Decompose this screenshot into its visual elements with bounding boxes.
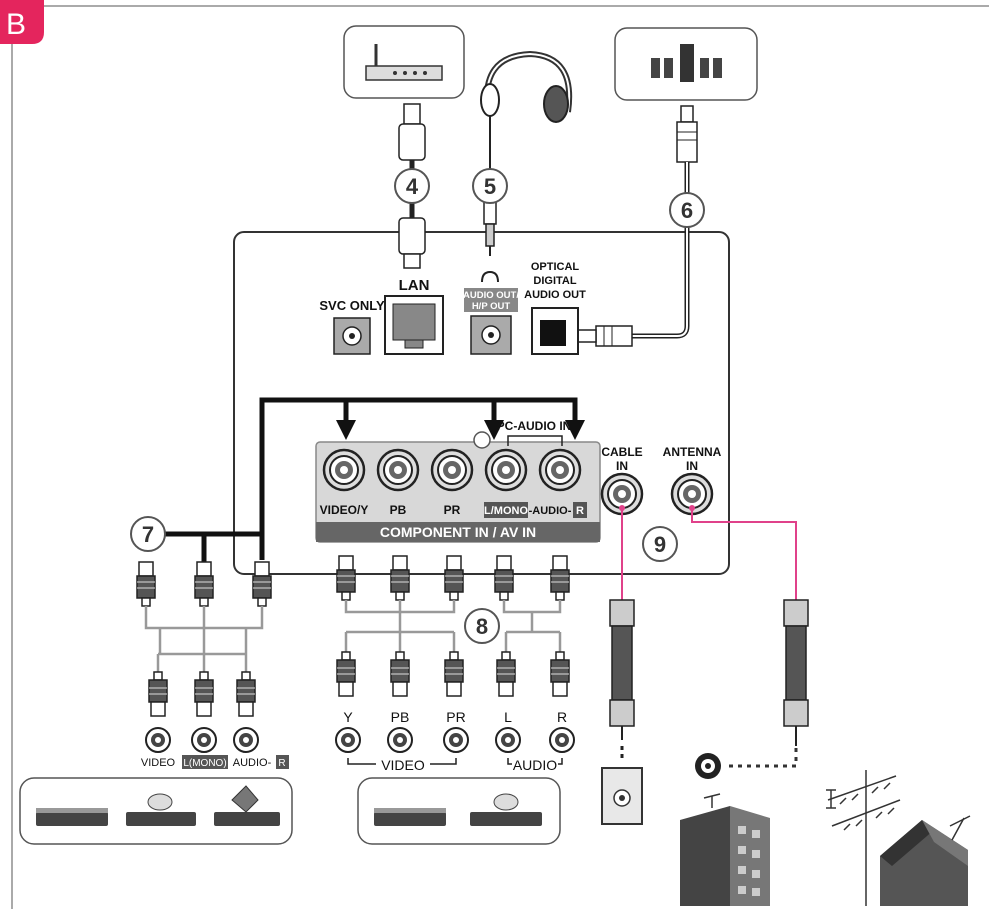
arrow-audio-r — [565, 420, 585, 440]
r-label-box — [573, 502, 587, 518]
coax-dot-1 — [619, 505, 625, 511]
video-group-bracket — [347, 758, 457, 765]
audio-out-label-box — [464, 288, 518, 312]
svg-text:8: 8 — [476, 614, 488, 639]
svg-text:6: 6 — [681, 198, 693, 223]
mid-r-jack — [549, 727, 575, 753]
left-l-mono-label: L(MONO) — [183, 758, 226, 769]
callout-5: 5 — [472, 168, 508, 204]
callout-8: 8 — [464, 608, 500, 644]
audio-out-label-1: AUDIO OUT/ — [463, 290, 519, 301]
callout-4: 4 — [394, 168, 430, 204]
svc-only-label: SVC ONLY — [319, 298, 385, 313]
callout-7: 7 — [130, 516, 166, 552]
svg-text:9: 9 — [654, 532, 666, 557]
mid-pb-jack — [387, 727, 413, 753]
coax-dot-2 — [689, 505, 695, 511]
arrow-l-mono — [484, 420, 504, 440]
optical-label-3: AUDIO OUT — [524, 289, 586, 301]
svg-text:7: 7 — [142, 522, 154, 547]
audio-r-jack — [538, 448, 582, 492]
satellite-dish-icon — [695, 753, 721, 779]
headphone-jack-symbol — [481, 270, 499, 283]
audio-out-label-2: H/P OUT — [472, 301, 511, 312]
cable-in-label-2: IN — [616, 459, 628, 473]
cable-coax-connector — [609, 599, 635, 760]
callout-9: 9 — [642, 526, 678, 562]
audio-group-bracket — [507, 758, 563, 765]
audio-dash-label: -AUDIO- — [529, 505, 572, 517]
cable-in-label-1: CABLE — [601, 445, 642, 459]
component-cable-harness-8 — [336, 555, 570, 697]
pr-jack — [430, 448, 474, 492]
component-bar-label: COMPONENT IN / AV IN — [380, 524, 536, 540]
left-devices-box — [19, 777, 293, 845]
left-cable-harness — [136, 561, 272, 717]
tv-antenna-icon — [826, 770, 901, 906]
left-audio-label: AUDIO- — [233, 757, 272, 769]
lan-port — [384, 295, 444, 355]
headphones-device — [480, 50, 573, 256]
left-video-label: VIDEO — [141, 757, 176, 769]
video-y-jack — [322, 448, 366, 492]
left-video-jack — [145, 727, 171, 753]
left-l-mono-box — [182, 755, 228, 769]
speaker-system-device — [614, 27, 758, 101]
optical-label-1: OPTICAL — [531, 261, 580, 273]
lan-cable — [398, 103, 426, 269]
optical-cable — [569, 105, 698, 347]
l-mono-label-box — [484, 502, 528, 518]
arrow-video-y — [336, 420, 356, 440]
mid-pb-label: PB — [391, 709, 410, 725]
left-r-label: R — [278, 758, 285, 769]
mid-pr-label: PR — [446, 709, 465, 725]
l-mono-jack — [484, 448, 528, 492]
mid-pr-jack — [443, 727, 469, 753]
pb-jack — [376, 448, 420, 492]
pc-audio-in-label: PC-AUDIO IN — [497, 419, 572, 433]
pc-audio-bracket — [507, 435, 563, 446]
video-group-label: VIDEO — [381, 757, 425, 773]
lan-label: LAN — [399, 277, 430, 294]
component-bar — [316, 522, 600, 542]
pc-audio-dot — [473, 431, 491, 449]
audio-group-label: AUDIO — [513, 757, 557, 773]
mid-l-jack — [495, 727, 521, 753]
r-label: R — [576, 505, 584, 517]
svg-text:4: 4 — [406, 174, 419, 199]
video-y-label: VIDEO/Y — [320, 503, 369, 517]
antenna-dotted-link — [724, 748, 798, 768]
audio-out-port — [470, 315, 512, 355]
left-r-box — [276, 755, 289, 769]
optical-port — [531, 307, 579, 355]
section-tab — [0, 0, 44, 44]
antenna-in-label-2: IN — [686, 459, 698, 473]
wall-outlet — [601, 767, 643, 825]
svg-text:5: 5 — [484, 174, 496, 199]
router-device — [343, 25, 465, 99]
section-letter: B — [6, 8, 26, 41]
optical-label-2: DIGITAL — [533, 275, 576, 287]
middle-devices-box — [357, 777, 561, 845]
left-l-mono-jack — [191, 727, 217, 753]
mid-y-label: Y — [343, 709, 353, 725]
house-icon — [880, 815, 971, 906]
antenna-coax-connector — [783, 599, 809, 746]
callout-6: 6 — [669, 192, 705, 228]
svc-only-port — [333, 317, 371, 355]
l-mono-label: L/MONO — [484, 505, 528, 517]
apartment-building-icon — [680, 793, 770, 906]
left-audio-r-jack — [233, 727, 259, 753]
mid-y-jack — [335, 727, 361, 753]
mid-r-label: R — [557, 709, 567, 725]
antenna-in-label-1: ANTENNA — [663, 445, 722, 459]
pr-label: PR — [444, 503, 461, 517]
pb-label: PB — [390, 503, 407, 517]
antenna-coax-line — [691, 508, 797, 600]
mid-l-label: L — [504, 709, 512, 725]
